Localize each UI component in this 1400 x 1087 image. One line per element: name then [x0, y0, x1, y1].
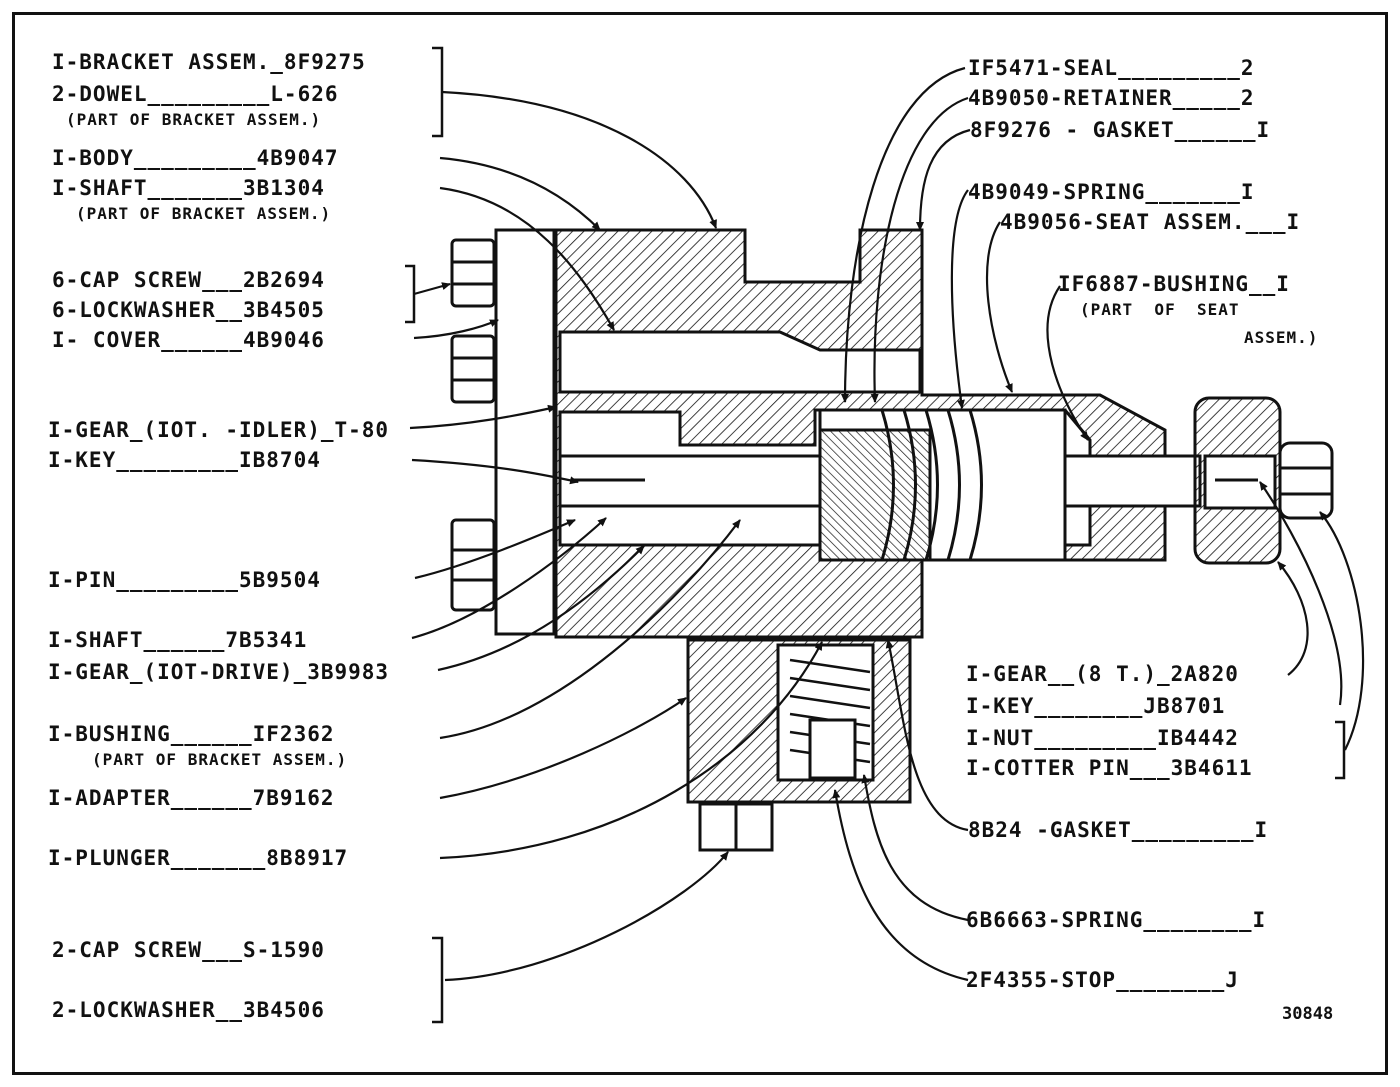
diagram-frame	[12, 12, 1388, 1075]
label-nut: I-NUT_________IB4442	[966, 726, 1239, 750]
label-seat-assem: 4B9056-SEAT ASSEM.___I	[1000, 210, 1301, 234]
label-adapter: I-ADAPTER______7B9162	[48, 786, 335, 810]
label-retainer: 4B9050-RETAINER_____2	[968, 86, 1255, 110]
label-dowel: 2-DOWEL_________L-626	[52, 82, 339, 106]
label-bracket-assem: I-BRACKET ASSEM._8F9275	[52, 50, 366, 74]
label-key-1: I-KEY_________IB8704	[48, 448, 321, 472]
label-gasket-2: 8B24 -GASKET_________I	[968, 818, 1269, 842]
label-key-2: I-KEY________JB8701	[966, 694, 1226, 718]
label-gear-8t: I-GEAR__(8 T.)_2A820	[966, 662, 1239, 686]
label-gear-idler: I-GEAR_(IOT. -IDLER)_T-80	[48, 418, 390, 442]
label-body: I-BODY_________4B9047	[52, 146, 339, 170]
label-bushing-2: IF6887-BUSHING__I	[1058, 272, 1290, 296]
label-seal: IF5471-SEAL_________2	[968, 56, 1255, 80]
label-lockwasher-6: 6-LOCKWASHER__3B4505	[52, 298, 325, 322]
label-shaft-1-note: (PART OF BRACKET ASSEM.)	[76, 204, 332, 223]
label-bushing-1-note: (PART OF BRACKET ASSEM.)	[92, 750, 348, 769]
label-gear-drive: I-GEAR_(IOT-DRIVE)_3B9983	[48, 660, 390, 684]
label-shaft-2: I-SHAFT______7B5341	[48, 628, 308, 652]
label-cap-screw-2: 2-CAP SCREW___S-1590	[52, 938, 325, 962]
cap-screw-heads	[450, 238, 496, 612]
cover-plate	[494, 228, 556, 636]
figure-number: 30848	[1282, 1004, 1334, 1024]
label-spring-2: 6B6663-SPRING________I	[966, 908, 1267, 932]
label-cotter-pin: I-COTTER PIN___3B4611	[966, 756, 1253, 780]
label-shaft-1: I-SHAFT_______3B1304	[52, 176, 325, 200]
label-cover: I- COVER______4B9046	[52, 328, 325, 352]
label-lockwasher-2: 2-LOCKWASHER__3B4506	[52, 998, 325, 1022]
label-stop: 2F4355-STOP________J	[966, 968, 1239, 992]
label-bushing-2-note-1: (PART OF SEAT	[1080, 300, 1240, 319]
label-spring-1: 4B9049-SPRING_______I	[968, 180, 1255, 204]
label-gasket-1: 8F9276 - GASKET______I	[970, 118, 1271, 142]
label-cap-screw-6: 6-CAP SCREW___2B2694	[52, 268, 325, 292]
label-bushing-2-note-2: ASSEM.)	[1244, 328, 1319, 347]
label-plunger: I-PLUNGER_______8B8917	[48, 846, 349, 870]
label-bushing-1: I-BUSHING______IF2362	[48, 722, 335, 746]
label-pin: I-PIN_________5B9504	[48, 568, 321, 592]
label-dowel-note: (PART OF BRACKET ASSEM.)	[66, 110, 322, 129]
